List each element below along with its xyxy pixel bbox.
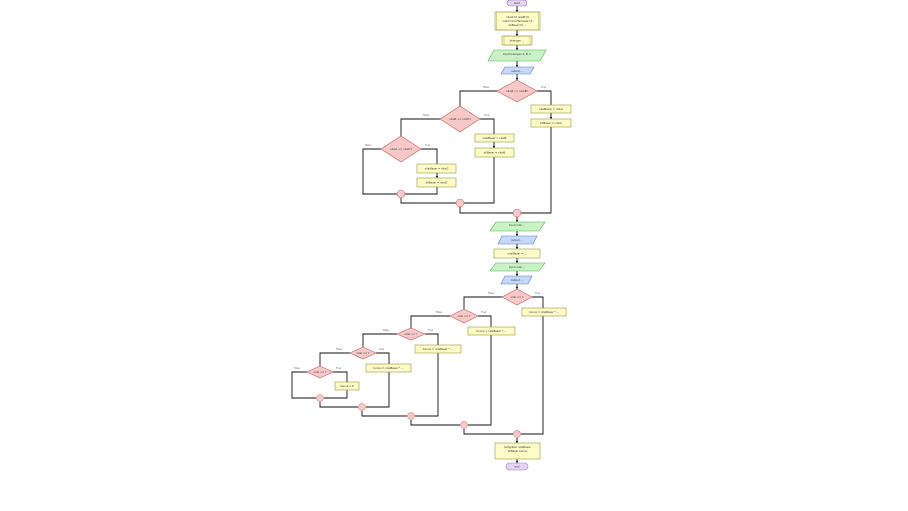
svg-text:tampilkan nilaiBesar: tampilkan nilaiBesar	[504, 445, 531, 449]
svg-text:nilaiC=0 bilTerbesar=0: nilaiC=0 bilTerbesar=0	[503, 19, 533, 23]
start-terminal: start	[506, 0, 528, 7]
svg-text:...: ...	[516, 228, 519, 231]
decision-2: nilaiB >= nilaiC?	[439, 105, 481, 133]
process-2: nilaiBesar = ...	[493, 248, 541, 259]
connector-lines-upper	[362, 6, 553, 290]
svg-text:nilaiBesar = nilaiA: nilaiBesar = nilaiA	[539, 107, 563, 111]
svg-text:nilaiBesar = nilaiC: nilaiBesar = nilaiC	[425, 167, 449, 171]
svg-text:nilai >= ?: nilai >= ?	[357, 351, 370, 355]
process-1a: nilaiBesar = nilaiA	[530, 104, 572, 114]
process-2a: nilaiBesar = nilaiB	[474, 133, 515, 143]
input-3: Input nilai ...	[489, 262, 546, 272]
yes-label: True	[336, 367, 342, 370]
svg-text:Output ...: Output ...	[511, 278, 523, 282]
no-label: False	[365, 144, 372, 147]
svg-text:nilaiA >= nilaiB?: nilaiA >= nilaiB?	[506, 89, 528, 93]
svg-text:nilaiBesar = ...: nilaiBesar = ...	[507, 252, 526, 256]
process-1b: bilBesar = nilaiA	[530, 118, 572, 128]
decision-3: nilaiA >= nilaiC?	[380, 135, 422, 163]
decision-e1: nilai >= ?	[501, 288, 533, 306]
svg-text:nilaiA=0 nilaiB=0: nilaiA=0 nilaiB=0	[506, 15, 529, 19]
output-3: Output ...	[500, 275, 533, 285]
no-label: False	[488, 292, 495, 295]
process-2b: bilBesar = nilaiB	[474, 147, 515, 158]
process-q3: bonus = nilaiBesar * ...	[414, 344, 462, 354]
no-label: False	[294, 367, 301, 370]
svg-text:end: end	[515, 465, 520, 469]
process-3b: bilBesar = nilaiC	[416, 177, 457, 188]
svg-text:bonus = nilaiBesar * ...: bonus = nilaiBesar * ...	[423, 347, 453, 351]
svg-text:bilBesar=0 …: bilBesar=0 …	[509, 23, 527, 27]
svg-text:nilai >= ?: nilai >= ?	[405, 332, 418, 336]
junction	[358, 403, 366, 411]
decision-1: nilaiA >= nilaiB?	[496, 79, 538, 103]
output-2: output ...	[497, 235, 538, 245]
svg-text:nilaiA >= nilaiC?: nilaiA >= nilaiC?	[390, 147, 412, 151]
svg-text:nilai >= ?: nilai >= ?	[511, 295, 524, 299]
process-q4: bonus = nilaiBesar * ...	[365, 363, 412, 373]
svg-text:nilaiBesar = nilaiB: nilaiBesar = nilaiB	[483, 136, 507, 140]
output-abc: output ...	[500, 66, 535, 75]
svg-text:bilBesar = nilaiA: bilBesar = nilaiA	[540, 121, 562, 125]
yes-label: True	[428, 329, 434, 332]
svg-text:nilai >= ?: nilai >= ?	[314, 370, 327, 374]
yes-label: True	[541, 86, 547, 89]
svg-text:output ...: output ...	[511, 238, 523, 242]
no-label: False	[336, 348, 343, 351]
svg-text:Input nilai ...: Input nilai ...	[509, 223, 525, 227]
yes-label: True	[535, 292, 541, 295]
input-2: Input nilai ... ...	[489, 221, 546, 232]
decision-e5: nilai >= ?	[306, 365, 334, 379]
no-label: False	[436, 311, 443, 314]
declare-subprocess: bilangan ...	[501, 35, 533, 46]
svg-text:bilBesar = nilaiC: bilBesar = nilaiC	[426, 181, 448, 185]
svg-text:bilangan ...: bilangan ...	[510, 39, 525, 43]
no-label: False	[423, 114, 430, 117]
junction	[396, 189, 406, 199]
junction	[455, 198, 465, 208]
no-label: False	[483, 86, 490, 89]
junction	[512, 208, 522, 218]
svg-text:nilai >= ?: nilai >= ?	[458, 314, 471, 318]
final-process: tampilkan nilaiBesar bilBesar bonus ...	[494, 442, 541, 460]
process-3a: nilaiBesar = nilaiC	[416, 163, 457, 174]
svg-text:bonus = nilaiBesar * ...: bonus = nilaiBesar * ...	[374, 366, 404, 370]
svg-text:Input bilangan A, B, C: Input bilangan A, B, C	[503, 52, 531, 56]
no-label: False	[383, 329, 390, 332]
svg-text:nilaiB >= nilaiC?: nilaiB >= nilaiC?	[449, 117, 471, 121]
process-q1: bonus = nilaiBesar * ...	[521, 307, 567, 317]
end-terminal: end	[505, 462, 529, 471]
decision-e3: nilai >= ?	[396, 327, 426, 341]
svg-text:bonus = 0: bonus = 0	[340, 384, 354, 388]
svg-text:start: start	[514, 1, 520, 5]
svg-text:output ...: output ...	[511, 69, 523, 73]
junction	[460, 421, 468, 429]
svg-text:...: ...	[516, 454, 519, 457]
svg-text:bilBesar = nilaiB: bilBesar = nilaiB	[484, 151, 506, 155]
process-q5: bonus = 0	[334, 381, 360, 391]
decision-e4: nilai >= ?	[349, 346, 377, 360]
junction	[407, 412, 415, 420]
input-abc: Input bilangan A, B, C ...	[487, 49, 547, 62]
yes-label: True	[481, 311, 487, 314]
svg-text:bonus = nilaiBesar * ...: bonus = nilaiBesar * ...	[529, 310, 559, 314]
svg-text:bonus = nilaiBesar * ...: bonus = nilaiBesar * ...	[477, 329, 507, 333]
yes-label: True	[379, 348, 385, 351]
svg-text:...: ...	[516, 57, 519, 60]
yes-label: True	[425, 144, 431, 147]
svg-text:Input nilai ...: Input nilai ...	[509, 265, 525, 269]
yes-label: True	[484, 114, 490, 117]
branch-labels: True False True False True False True Fa…	[294, 86, 547, 370]
init-process: nilaiA=0 nilaiB=0 nilaiC=0 bilTerbesar=0…	[494, 11, 541, 31]
decision-e2: nilai >= ?	[449, 308, 479, 324]
junction	[513, 430, 521, 438]
connector-lines-lower	[291, 296, 544, 464]
svg-text:bilBesar bonus: bilBesar bonus	[508, 449, 528, 453]
junction	[316, 394, 324, 402]
process-q2: bonus = nilaiBesar * ...	[467, 326, 516, 336]
